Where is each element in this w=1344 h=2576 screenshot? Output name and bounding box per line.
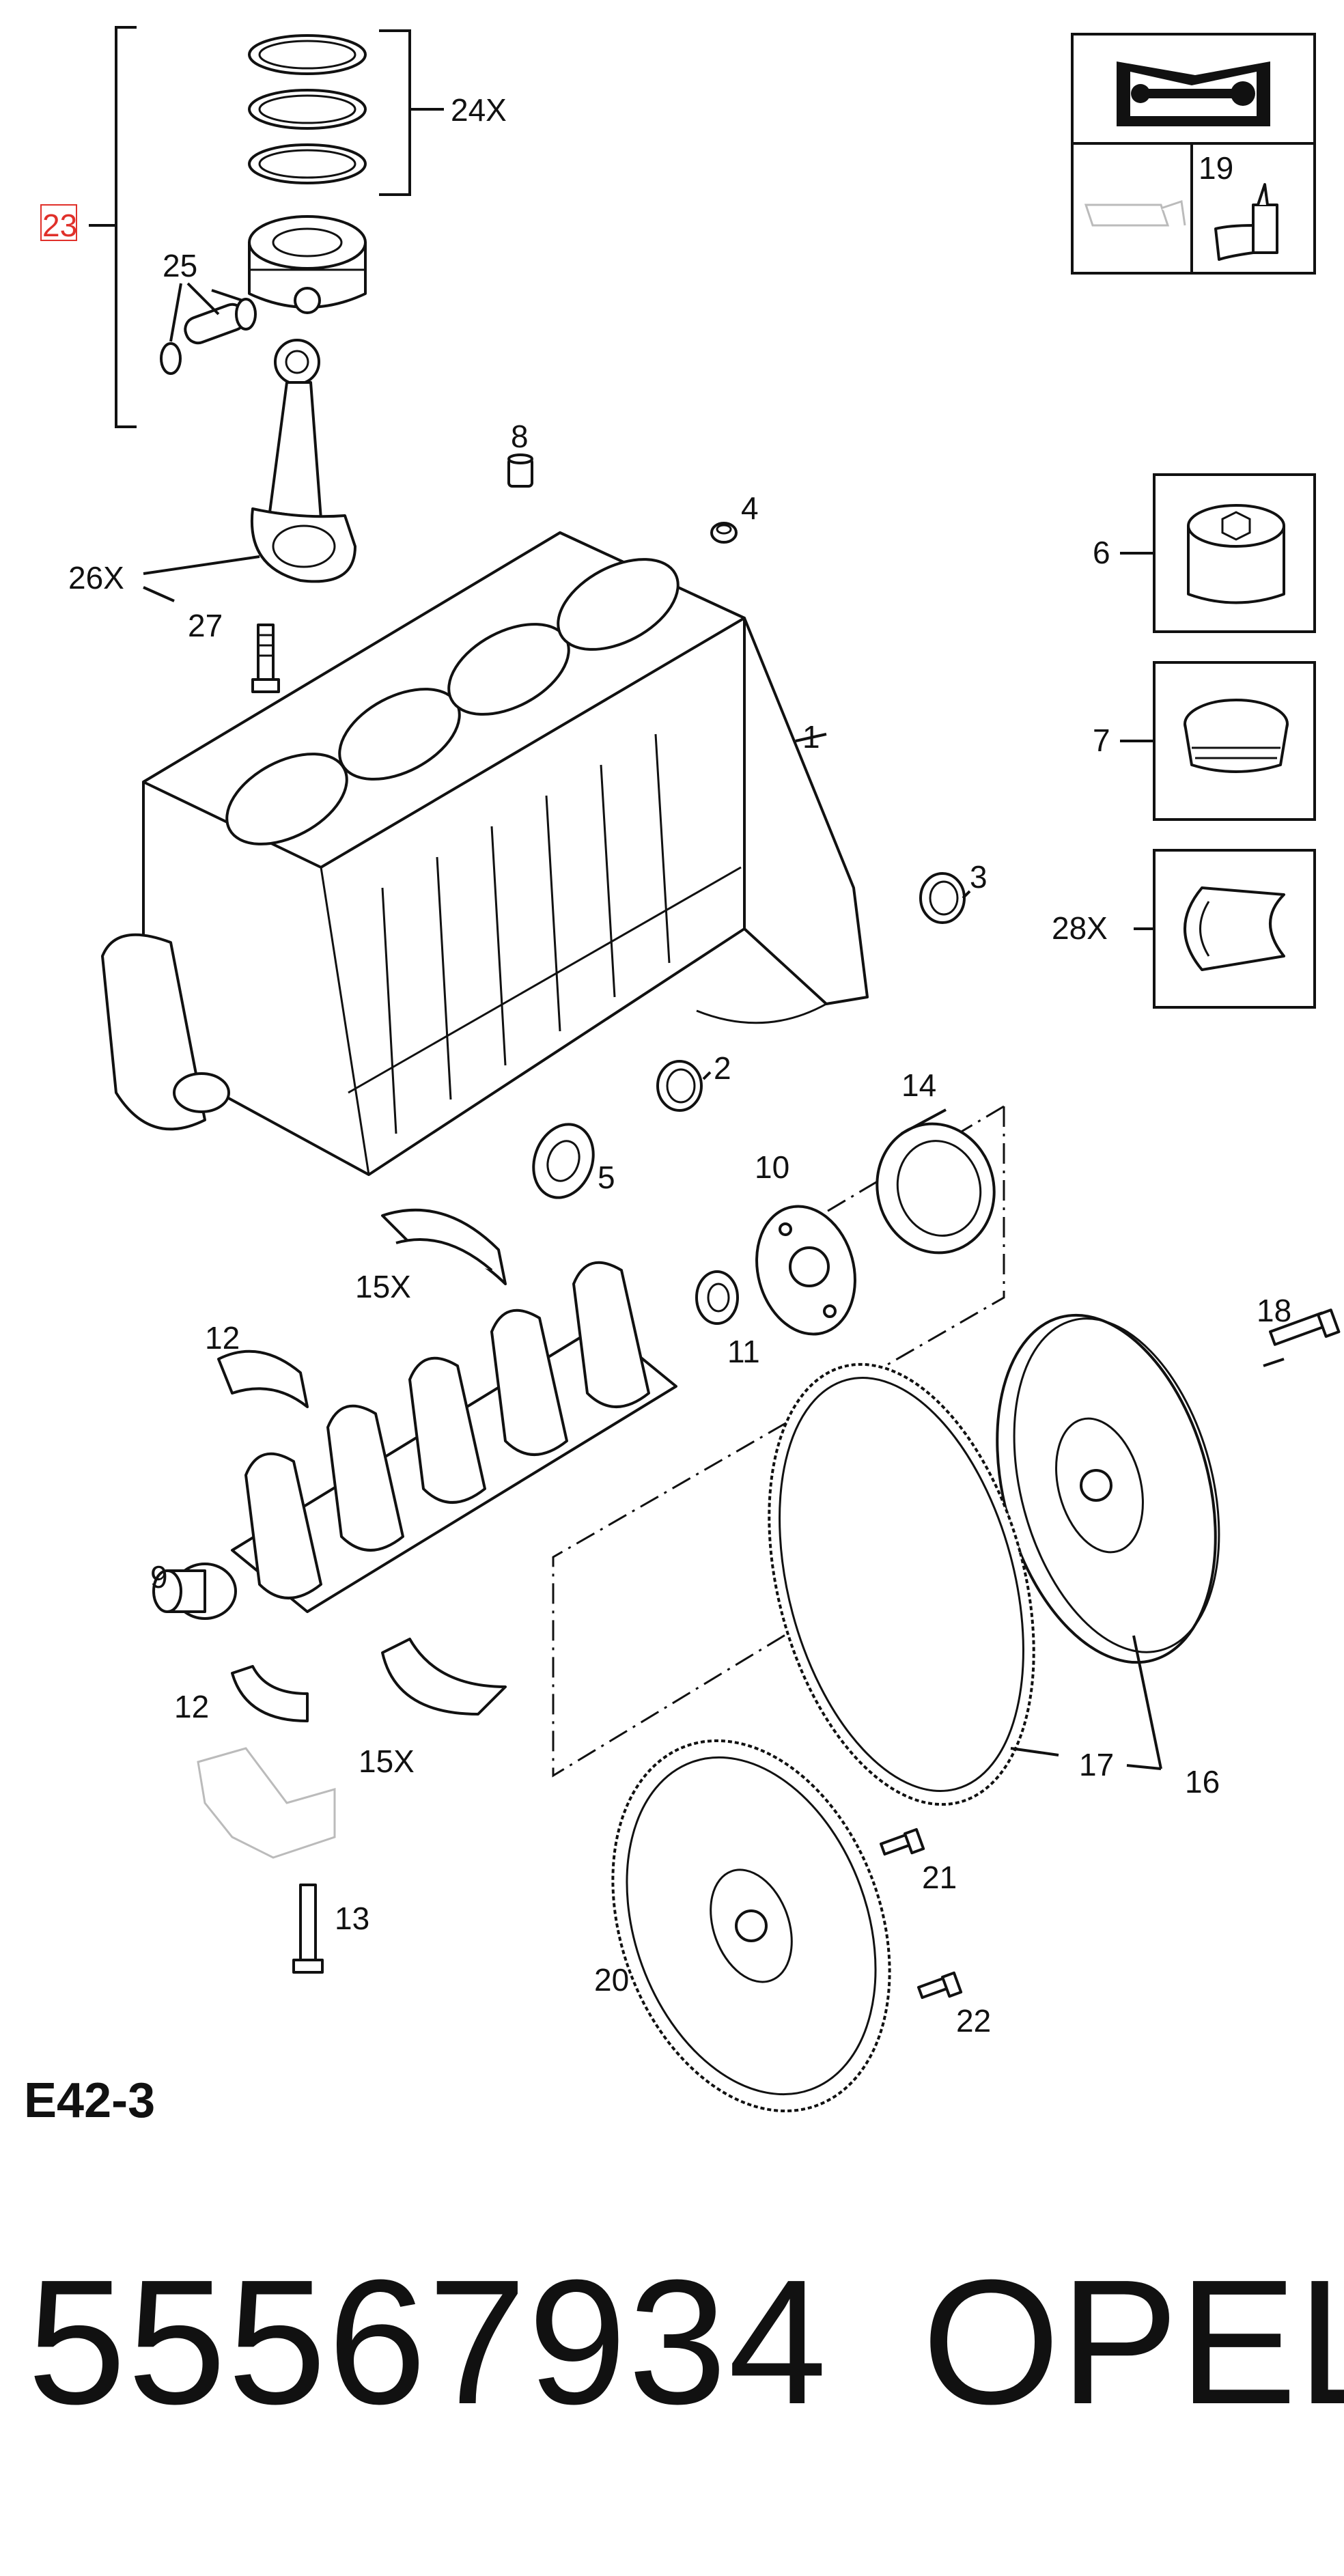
diagram-code: E42-3 (24, 2073, 155, 2128)
sealant-bottle-icon (1214, 183, 1278, 261)
callout-18: 18 (1257, 1293, 1291, 1328)
callout-1: 1 (802, 719, 820, 755)
callout-16: 16 (1185, 1764, 1220, 1800)
callout-11: 11 (727, 1334, 760, 1369)
block-plug-8 (507, 453, 533, 488)
rear-main-seal-14 (876, 1122, 996, 1255)
seal-ring-2 (656, 1060, 703, 1112)
callout-20: 20 (594, 1962, 629, 1998)
callout-24: 24X (451, 92, 507, 128)
oil-can-icon (1084, 200, 1186, 227)
cylinder-block (101, 531, 869, 1176)
bolt-22 (917, 1971, 963, 2000)
callout-21: 21 (922, 1860, 957, 1895)
callout-12-lower: 12 (174, 1689, 209, 1724)
manual-wrench-icon (1117, 61, 1270, 126)
seal-carrier-10 (755, 1205, 856, 1336)
callout-25: 25 (163, 248, 197, 283)
callout-15-lower: 15X (359, 1744, 415, 1779)
seal-ring-3 (919, 872, 966, 924)
detail-box-28 (1153, 849, 1316, 1009)
info-box (1071, 33, 1316, 275)
thrust-bearing-15-upper (381, 1208, 507, 1285)
callout-4: 4 (741, 490, 759, 526)
callout-3: 3 (970, 859, 988, 895)
callout-19: 19 (1199, 150, 1233, 186)
callout-7: 7 (1093, 723, 1110, 758)
cap-bolt-13 (292, 1884, 324, 1974)
callout-5: 5 (598, 1160, 615, 1195)
callout-26: 26X (68, 560, 124, 596)
callout-13: 13 (335, 1901, 369, 1936)
piston-rings (248, 34, 367, 184)
detail-box-7 (1153, 661, 1316, 821)
callout-labels: 23 24X 25 26X 27 8 4 1 3 2 5 6 7 28X 19 … (40, 92, 1291, 2039)
main-bearing-12-upper (217, 1349, 309, 1408)
callout-27: 27 (188, 608, 223, 643)
callout-15-upper: 15X (355, 1269, 411, 1304)
leader-lines (702, 733, 1285, 1770)
connecting-rod (250, 339, 356, 583)
callout-12-upper: 12 (205, 1320, 240, 1356)
callout-6: 6 (1093, 535, 1110, 570)
piston-assembly (89, 26, 444, 693)
callout-17: 17 (1079, 1747, 1114, 1782)
part-number: 55567934 (27, 2243, 828, 2441)
thrust-bearing-15-lower (381, 1638, 507, 1716)
pilot-bearing-11 (695, 1270, 739, 1325)
conrod-bolt (251, 624, 280, 693)
piston (248, 215, 367, 314)
piston-pin-and-clips (160, 282, 257, 375)
callout-23: 23 (42, 208, 77, 243)
callout-10: 10 (755, 1149, 789, 1185)
flexplate-20 (611, 1739, 891, 2113)
callout-28: 28X (1052, 910, 1108, 946)
callout-14: 14 (901, 1067, 936, 1103)
gasket-5 (532, 1123, 595, 1199)
callout-9: 9 (150, 1559, 168, 1595)
bolt-21 (879, 1828, 925, 1856)
brand-name: OPEL (922, 2243, 1344, 2441)
detail-box-6 (1153, 473, 1316, 633)
block-plug-4 (710, 522, 738, 544)
flywheel-bolt-18 (1268, 1308, 1341, 1346)
callout-2: 2 (714, 1050, 731, 1086)
callout-23-highlight (40, 204, 77, 241)
callout-22: 22 (956, 2003, 991, 2039)
main-bearing-12-lower (231, 1665, 309, 1722)
bearing-cap-ghost (197, 1747, 336, 1859)
ring-gear-17 (768, 1362, 1035, 1806)
crankshaft-9 (152, 1261, 677, 1620)
callout-8: 8 (511, 419, 529, 454)
